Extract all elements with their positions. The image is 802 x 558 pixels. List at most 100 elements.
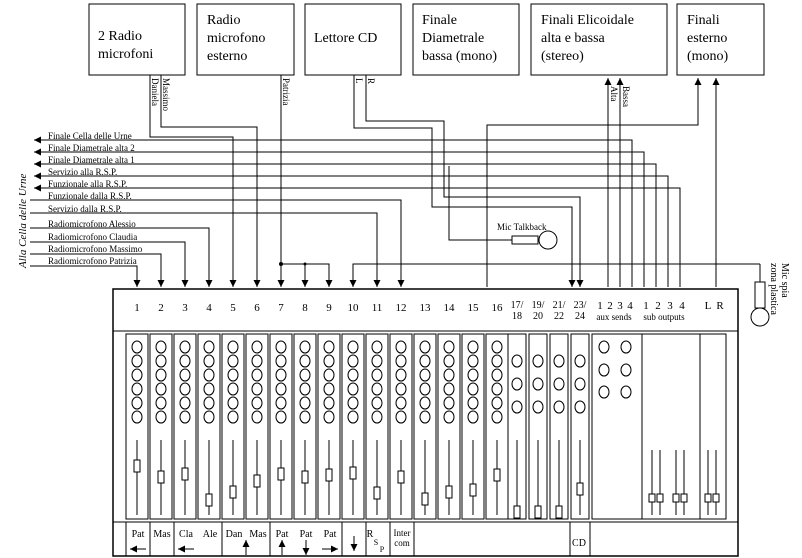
- fader-knob: [325, 468, 333, 482]
- left-label-3: Servizio alla R.S.P.: [48, 167, 117, 177]
- mixer-console: [112, 288, 739, 557]
- knob: [395, 396, 407, 410]
- knob: [323, 410, 335, 424]
- sub-fader-knob: [648, 493, 656, 503]
- knob: [532, 354, 544, 368]
- knob: [227, 340, 239, 354]
- device-elic-line1: Finali Elicoidale: [541, 13, 634, 28]
- strip-label-9: Pat: [324, 529, 337, 540]
- knob: [511, 400, 523, 414]
- knob: [553, 400, 565, 414]
- stereo-channel-number: 17/: [511, 300, 524, 311]
- knob: [131, 354, 143, 368]
- channel-number-14: 14: [444, 302, 456, 314]
- aux-section: [591, 333, 643, 520]
- knob: [574, 354, 586, 368]
- knob: [323, 396, 335, 410]
- knob: [179, 368, 191, 382]
- knob: [467, 354, 479, 368]
- device-box-finali-elicoidale: Finali Elicoidale alta e bassa (stereo): [530, 3, 668, 76]
- junction-dot: [303, 262, 307, 266]
- channel-strip-8: [293, 333, 317, 520]
- left-label-6: Servizio dalla R.S.P.: [48, 204, 122, 214]
- fader-knob: [397, 470, 405, 484]
- aux-knob: [620, 363, 632, 377]
- knob: [323, 354, 335, 368]
- knob: [299, 410, 311, 424]
- knob: [203, 354, 215, 368]
- left-label-9: Radiomicrofono Massimo: [48, 244, 143, 254]
- knob: [443, 368, 455, 382]
- device-ext-line2: esterno: [687, 31, 727, 46]
- aux-number-2: 2: [607, 300, 613, 312]
- left-routing-lines: [30, 136, 761, 287]
- strip-arrows: [130, 536, 358, 555]
- knob: [491, 410, 503, 424]
- knob: [179, 410, 191, 424]
- knob: [467, 410, 479, 424]
- knob: [227, 354, 239, 368]
- knob: [419, 410, 431, 424]
- knob: [299, 368, 311, 382]
- knob: [443, 382, 455, 396]
- knob: [155, 340, 167, 354]
- sub-number-3: 3: [667, 300, 673, 312]
- strip-label-5: Dan: [226, 529, 243, 540]
- left-label-5: Funzionale dalla R.S.P.: [48, 191, 132, 201]
- knob: [299, 354, 311, 368]
- channel-strip-1: [125, 333, 149, 520]
- stereo-strip: [507, 333, 527, 520]
- main-fader-knob: [704, 493, 712, 503]
- knob: [371, 368, 383, 382]
- knob: [347, 410, 359, 424]
- knob: [553, 354, 565, 368]
- strip-label-11b: S: [374, 538, 378, 547]
- knob: [203, 396, 215, 410]
- knob: [532, 400, 544, 414]
- aux-number-1: 1: [597, 300, 603, 312]
- knob: [347, 368, 359, 382]
- device-diam-line2: Diametrale: [422, 31, 484, 46]
- stereo-strip: [570, 333, 590, 520]
- knob: [419, 382, 431, 396]
- strip-label-11a: R: [367, 529, 374, 540]
- knob: [511, 354, 523, 368]
- knob: [299, 396, 311, 410]
- stereo-strip: [549, 333, 569, 520]
- knob: [347, 382, 359, 396]
- device-box-finale-diametrale: Finale Diametrale bassa (mono): [412, 3, 520, 76]
- strip-label-1: Pat: [132, 529, 145, 540]
- knob: [443, 354, 455, 368]
- channel-number-9: 9: [326, 302, 332, 314]
- label-cd-right: R: [366, 78, 376, 84]
- channel-strip-10: [341, 333, 365, 520]
- fader-knob: [555, 505, 563, 519]
- channel-number-13: 13: [420, 302, 432, 314]
- device-ext-line3: (mono): [687, 49, 729, 64]
- knob: [203, 368, 215, 382]
- knob: [371, 354, 383, 368]
- knob: [179, 396, 191, 410]
- strip-label-8: Pat: [300, 529, 313, 540]
- knob: [251, 340, 263, 354]
- channel-strip-4: [197, 333, 221, 520]
- knob: [467, 396, 479, 410]
- channel-strip-14: [437, 333, 461, 520]
- label-massimo: Massimo: [161, 78, 171, 112]
- channel-number-11: 11: [372, 302, 383, 314]
- device-radio2-line1: 2 Radio: [98, 29, 142, 44]
- device-box-finali-esterno: Finali esterno (mono): [676, 3, 765, 76]
- alla-cella-label: Alla Cella delle Urne: [17, 173, 29, 269]
- knob: [227, 410, 239, 424]
- aux-knob: [620, 340, 632, 354]
- left-label-2: Finale Diametrale alta 1: [48, 155, 135, 165]
- fader-knob: [253, 474, 261, 488]
- knob: [395, 410, 407, 424]
- main-l-label: L: [705, 300, 712, 312]
- channel-strip-3: [173, 333, 197, 520]
- aux-knob: [598, 340, 610, 354]
- knob: [155, 410, 167, 424]
